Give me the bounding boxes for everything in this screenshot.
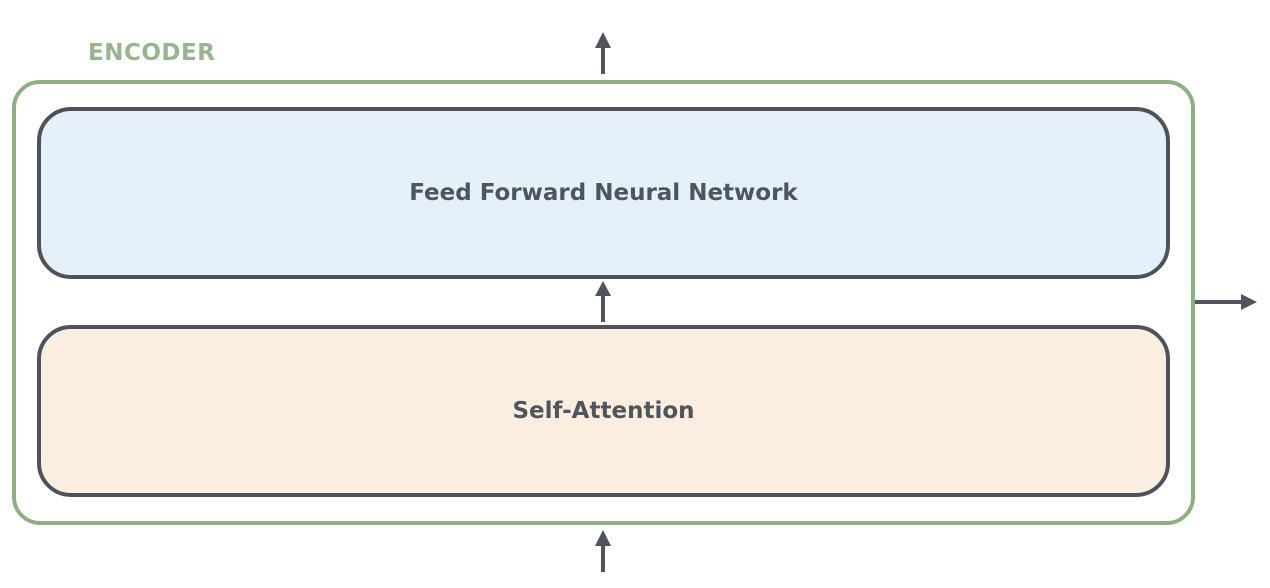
feed-forward-label: Feed Forward Neural Network [409,180,798,206]
encoder-label: ENCODER [88,40,216,66]
feed-forward-layer: Feed Forward Neural Network [37,107,1170,279]
encoder-frame [12,80,1195,525]
inter-layer-arrow [595,281,611,322]
self-attention-layer: Self-Attention [37,325,1170,497]
side-arrow-right [1195,294,1257,310]
input-arrow-up [595,530,611,572]
self-attention-label: Self-Attention [512,398,695,424]
output-arrow-up [595,32,611,74]
